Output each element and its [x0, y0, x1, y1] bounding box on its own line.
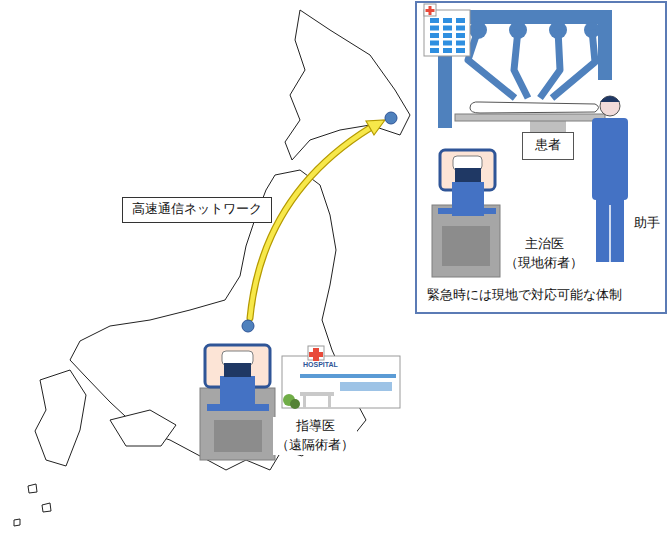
surgical-robot-part-part: [552, 30, 595, 98]
operating-table: [455, 102, 605, 132]
surgical-robot-part: [468, 30, 595, 98]
hospital-building-part: [340, 382, 392, 391]
network-label-box: 高速通信ネットワーク: [122, 197, 272, 223]
patient-box: 患者: [522, 132, 574, 160]
hospital-icon-part-part: [456, 33, 465, 38]
hospital-building-part: [282, 356, 400, 408]
network-arrow-part: [250, 128, 370, 318]
assistant-figure-part: [592, 118, 628, 200]
hospital-icon-part-part: [443, 26, 452, 31]
node-text: 緊急時には現地で対応可能な体制: [427, 287, 665, 304]
hospital-icon: [424, 4, 470, 56]
remote-console: [200, 345, 275, 460]
hospital-icon-part-part: [430, 33, 439, 38]
hospital-icon-part-part: [443, 18, 452, 23]
surgeon-console-part: [453, 156, 482, 170]
network-arrow-part: [250, 128, 370, 318]
surgical-robot-part: [598, 10, 612, 80]
hospital-building: [282, 346, 400, 409]
surgical-robot-part-part: [540, 30, 560, 98]
mentor-label: 指導医 （遠隔術者）: [273, 417, 357, 455]
hospital-icon-part-part: [430, 48, 439, 53]
surgeon-console: [432, 150, 500, 277]
hospital-icon-part-part: [430, 26, 439, 31]
network-arrow-part: [242, 320, 254, 332]
surgeon-label: 主治医 （現地術者）: [502, 235, 586, 273]
hospital-icon-part: [424, 10, 470, 56]
japan-map-part: [28, 484, 37, 493]
network-arrow-part: [366, 120, 385, 135]
operating-table-part: [470, 102, 599, 113]
assistant-label: 助手: [634, 214, 664, 233]
remote-console-part: [222, 351, 253, 365]
assistant-figure-part: [596, 198, 624, 262]
surgeon-console-part: [442, 226, 490, 266]
operating-table-part: [455, 114, 605, 121]
hospital-icon-part-part: [443, 41, 452, 46]
japan-map-part: [35, 370, 86, 466]
surgical-robot-part-part: [514, 30, 528, 98]
assistant-figure: [592, 96, 628, 262]
hospital-icon-part-part: [456, 41, 465, 46]
remote-console-part: [224, 363, 251, 377]
hospital-sign: HOSPITAL: [303, 361, 343, 368]
hospital-building-part: [309, 348, 323, 361]
japan-map-part: [110, 410, 176, 446]
hospital-building-part: [300, 392, 334, 396]
hospital-building-part: [300, 374, 396, 378]
surgical-robot: [438, 10, 612, 128]
network-arrow-part: [385, 112, 397, 124]
inset-ground: [415, 1, 667, 314]
hospital-icon-part: [426, 6, 435, 15]
remote-console-part: [214, 420, 262, 452]
hospital-icon-part-part: [456, 26, 465, 31]
surgeon-console-part: [438, 208, 496, 214]
hospital-icon-part: [424, 4, 436, 16]
node-text: 高速通信ネットワーク: [131, 201, 263, 218]
hospital-icon-part: [430, 18, 465, 53]
japan-map: [14, 10, 410, 526]
hospital-icon-part-part: [430, 41, 439, 46]
hospital-building-part: [303, 396, 306, 408]
hospital-icon-part-part: [456, 18, 465, 23]
japan-map-part: [42, 503, 51, 512]
assistant-figure-part: [609, 205, 611, 262]
node-text: 患者: [534, 137, 562, 154]
hospital-icon-part-part: [443, 33, 452, 38]
remote-console-part: [207, 404, 269, 411]
hospital-building-part: [308, 346, 324, 360]
hospital-icon-part-part: [456, 48, 465, 53]
hospital-icon-part-part: [443, 48, 452, 53]
japan-map-part: [70, 170, 366, 470]
assistant-figure-part: [600, 96, 620, 116]
hospital-building-part: [290, 399, 300, 409]
inset-ground-part: [415, 1, 667, 314]
hospital-building-part: [328, 396, 331, 408]
japan-map-part: [285, 10, 410, 160]
hospital-icon-part-part: [430, 18, 439, 23]
surgeon-console-part: [455, 168, 481, 182]
assistant-figure-part: [600, 96, 620, 102]
surgical-robot-part-part: [468, 30, 515, 98]
operating-table-part: [530, 120, 566, 132]
japan-map-part: [14, 519, 20, 526]
